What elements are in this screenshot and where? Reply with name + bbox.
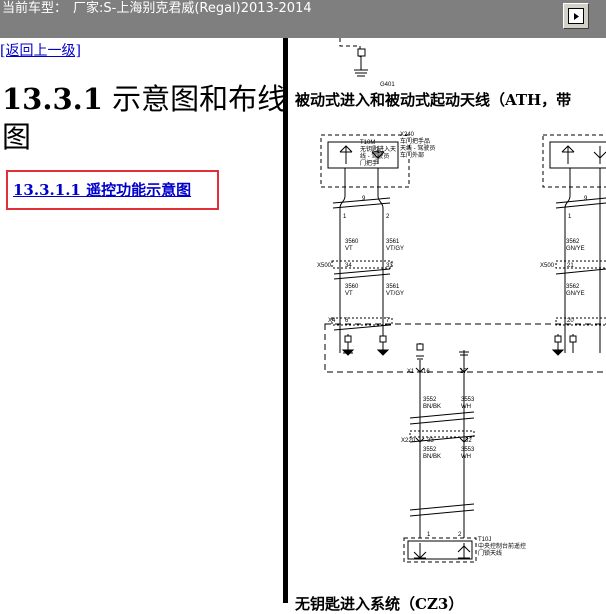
left-wire-1-color: VT [345,246,353,252]
right-wire-2-circuit: 3562 [566,284,580,290]
right-pin-9: 9 [584,196,588,202]
center-wire-3-color: BN/BK [423,454,441,460]
center-wire-1-circuit: 3552 [423,397,437,403]
center-wire-2-circuit: 3553 [461,397,475,403]
toggle-pane-button[interactable] [563,3,589,29]
left-pin-2: 2 [386,214,390,220]
center-wire-4-circuit: 3553 [461,447,475,453]
x240-line-1: 车门把手品 [400,137,430,145]
x1-label: X1 [407,369,415,375]
x4-label: X4 [328,318,336,324]
bottom-pin-1: 1 [427,532,431,538]
vehicle-label: 当前车型： 厂家:S-上海别克君威(Regal)2013-2014 [2,1,318,16]
right-wire-1-circuit: 3562 [566,239,580,245]
subsection-link[interactable]: 13.3.1.1 遥控功能示意图 [13,181,192,199]
center-wire-2-color: WH [461,404,471,410]
vehicle-prefix: 当前车型： [2,1,68,16]
left-wire-2-circuit: 3561 [386,239,400,245]
x4-pin-6: 6 [345,318,349,324]
left-wire-2-color: VT/GY [386,246,404,252]
left-wire-1-circuit: 3560 [345,239,359,245]
section-title: 示意图和布线图 [2,82,287,154]
x500-label: X500 [317,263,332,269]
vehicle-header-bar: 当前车型： 厂家:S-上海别克君威(Regal)2013-2014 [0,0,606,38]
x1-pin-17: 17 [460,369,467,375]
x4-pin-7: 7 [386,318,390,324]
wiring-diagram: G401 X240 车门把手品 天线 - 驾驶员 车门外部 T10M 无钥匙进入… [317,38,606,563]
x220-pin-33: 33 [427,438,434,444]
t10j-line-2: 门锁天线 [478,549,502,557]
t10j-code: T10J [478,537,491,543]
x220-label: X220 [401,438,416,444]
diagram-title: 被动式进入和被动式起动天线（ATH，带 [295,91,572,109]
section-number: 13.3.1 [2,82,103,116]
left-wire-3-color: VT [345,291,353,297]
t10m-code: T10M [360,140,375,146]
vehicle-name: 厂家:S-上海别克君威(Regal)2013-2014 [73,1,312,16]
toc-pane: [返回上一级] 13.3.1 示意图和布线图 13.3.1.1 遥控功能示意图 [0,38,286,603]
left-wire-4-color: VT/GY [386,291,404,297]
x240-line-3: 车门外部 [400,151,424,159]
right-wire-1-color: GN/YE [566,246,585,252]
x500-pin-33: 33 [386,263,393,269]
x500-pin-34: 34 [345,263,352,269]
right-pin-1: 1 [568,214,572,220]
center-wire-3-circuit: 3552 [423,447,437,453]
left-pin-1: 1 [343,214,347,220]
back-link[interactable]: [返回上一级] [0,43,81,59]
center-wire-1-color: BN/BK [423,404,441,410]
diagram-pane: 被动式进入和被动式起动天线（ATH，带 [288,38,606,613]
left-wire-4-circuit: 3561 [386,284,400,290]
right-x500-label: X500 [540,263,555,269]
bottom-pin-2: 2 [458,532,462,538]
x1-pin-16: 16 [423,369,430,375]
ground-label: G401 [380,82,395,88]
left-pin-9: 9 [362,196,366,202]
diagram-bottom-title: 无钥匙进入系统（CZ3） [295,595,464,613]
x220-pin-32: 32 [465,438,472,444]
arrow-right-icon [568,8,584,24]
pane-splitter[interactable] [283,38,288,603]
x240-line-2: 天线 - 驾驶员 [400,144,435,152]
right-x4-pin: 20 [567,318,574,324]
t10m-line-1: 无钥匙进入天 [360,145,396,153]
subsection-highlight: 13.3.1.1 遥控功能示意图 [6,170,219,210]
section-heading: 13.3.1 示意图和布线图 [2,80,287,156]
x240-code: X240 [400,132,415,138]
t10j-line-1: 中央控制台前遥控 [478,542,526,550]
center-wire-4-color: WH [461,454,471,460]
right-wire-2-color: GN/YE [566,291,585,297]
t10m-line-2: 线 - 驾驶员 [360,152,389,160]
left-wire-3-circuit: 3560 [345,284,359,290]
right-x500-pin: 21 [567,263,574,269]
t10m-line-3: 门把手 [360,159,378,167]
